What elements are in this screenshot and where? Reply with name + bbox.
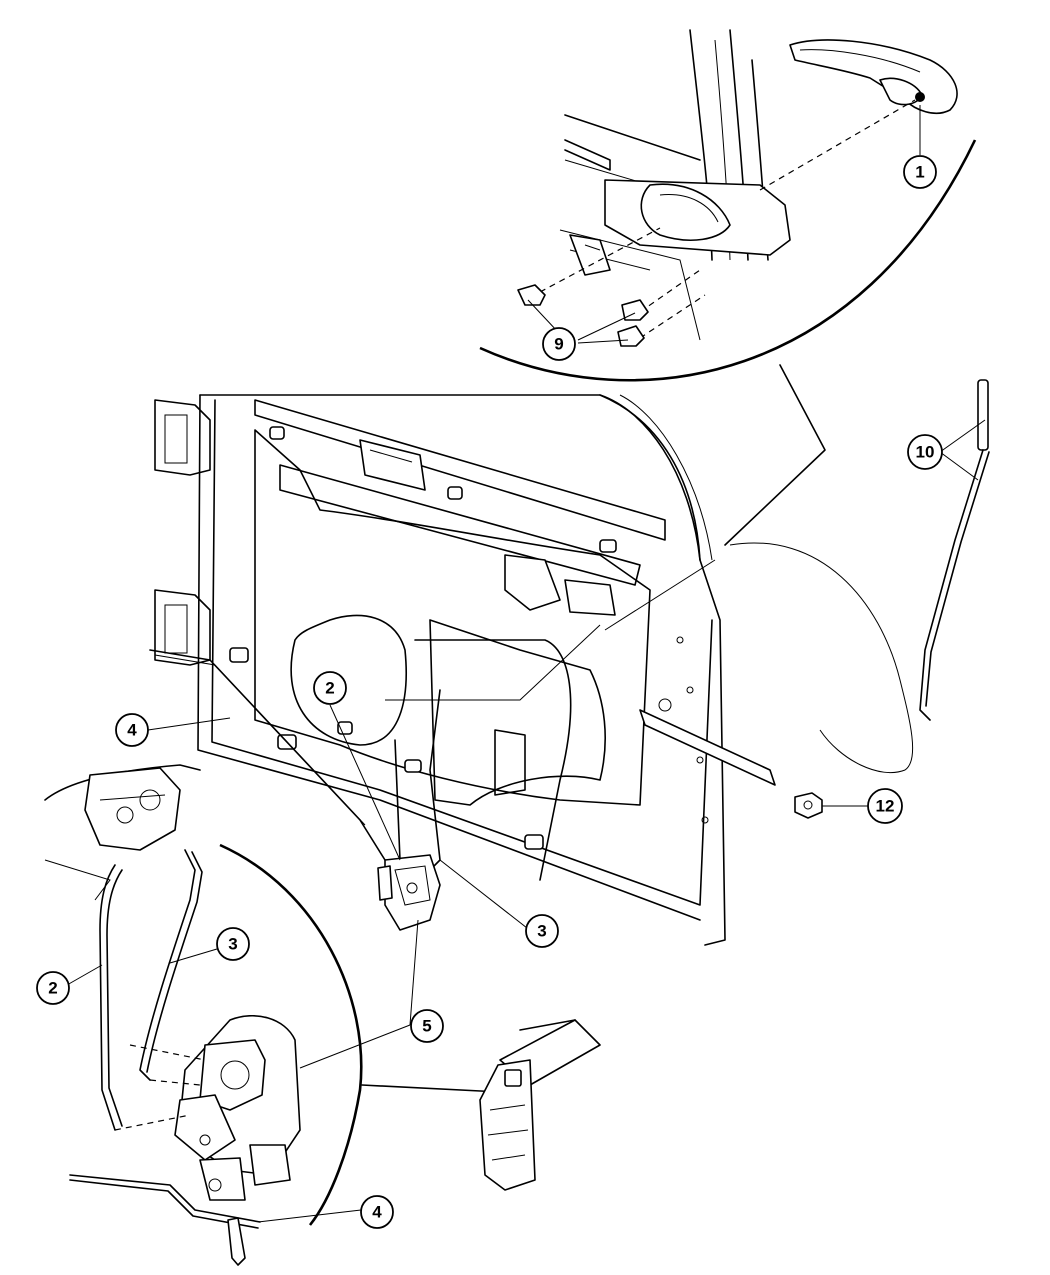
lock-rod-part: [919, 379, 990, 721]
svg-text:2: 2: [48, 979, 57, 998]
outside-handle-inset: [479, 29, 977, 382]
callout-2-door: 2: [313, 671, 347, 705]
svg-text:1: 1: [915, 163, 924, 182]
leader-lines: [66, 419, 986, 1223]
svg-text:3: 3: [228, 935, 237, 954]
callout-5: 5: [410, 1009, 444, 1043]
callout-12: 12: [867, 788, 903, 824]
callout-3-door: 3: [525, 914, 559, 948]
callout-4-detail: 4: [360, 1195, 394, 1229]
callout-1: 1: [903, 155, 937, 189]
callout-4-door: 4: [115, 713, 149, 747]
svg-text:10: 10: [916, 443, 935, 462]
latch-rods-in-door: [149, 624, 601, 881]
striker-bracket-detail: [479, 1019, 601, 1191]
cable-loop: [729, 542, 914, 774]
bottom-inset-connector: [361, 1084, 501, 1093]
svg-text:4: 4: [372, 1203, 382, 1222]
callout-9: 9: [542, 327, 576, 361]
callout-10: 10: [907, 434, 943, 470]
svg-text:5: 5: [422, 1017, 431, 1036]
latch-detail-inset: [44, 764, 363, 1266]
lock-rod-leader: [604, 559, 716, 631]
callout-3-detail: 3: [216, 927, 250, 961]
svg-text:4: 4: [127, 721, 137, 740]
clip-part: [794, 792, 868, 819]
callout-2-detail: 2: [36, 971, 70, 1005]
svg-text:9: 9: [554, 335, 563, 354]
latch-on-door: [377, 854, 441, 931]
svg-text:2: 2: [325, 679, 334, 698]
svg-text:3: 3: [537, 922, 546, 941]
door-inner-panel: [154, 394, 776, 946]
inset-connector: [724, 364, 826, 546]
svg-text:12: 12: [876, 797, 895, 816]
